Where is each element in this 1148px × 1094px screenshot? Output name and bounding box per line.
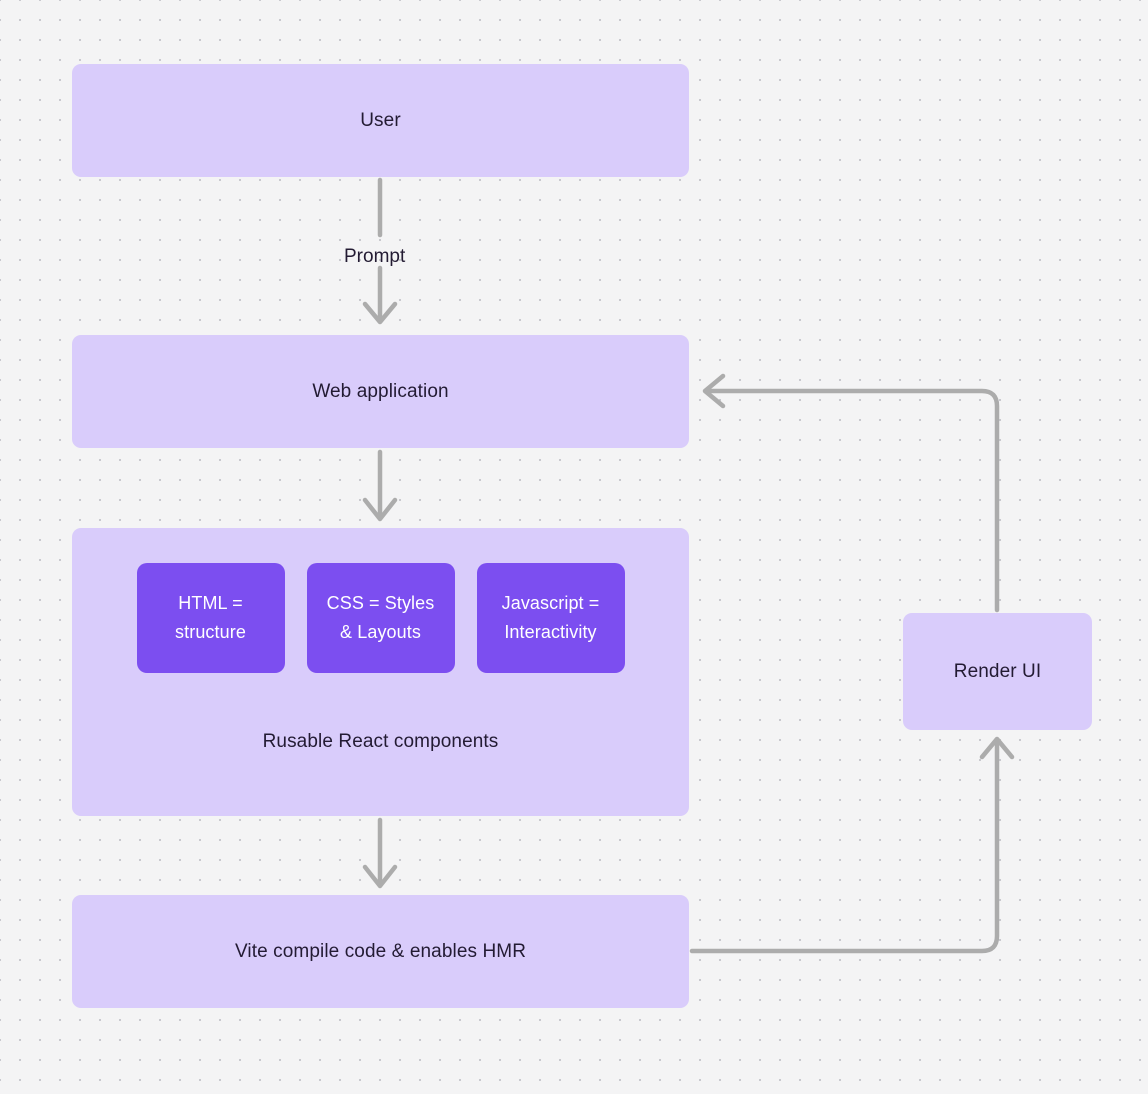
- edge-segment: [705, 388, 1000, 613]
- node-react-components[interactable]: HTML = structure CSS = Styles & Layouts …: [72, 528, 689, 816]
- chip-row: HTML = structure CSS = Styles & Layouts …: [72, 563, 689, 673]
- arrowhead-left-icon: [702, 373, 726, 409]
- arrowhead-down-icon: [362, 864, 398, 889]
- edge-segment: [689, 739, 1000, 954]
- chip-css-label: CSS = Styles & Layouts: [326, 593, 435, 642]
- chip-javascript[interactable]: Javascript = Interactivity: [476, 563, 625, 673]
- node-vite-label: Vite compile code & enables HMR: [234, 940, 527, 962]
- chip-css[interactable]: CSS = Styles & Layouts: [306, 563, 455, 673]
- edge-webapp-to-components: [362, 449, 398, 522]
- node-user[interactable]: User: [72, 64, 689, 177]
- edge-render-to-webapp: [702, 373, 1000, 613]
- node-render-ui-label: Render UI: [953, 660, 1042, 682]
- arrowhead-down-icon: [362, 301, 398, 325]
- arrowhead-down-icon: [362, 497, 398, 522]
- chip-javascript-label: Javascript = Interactivity: [501, 593, 600, 642]
- chip-html-label: HTML = structure: [175, 593, 246, 642]
- edge-label-prompt: Prompt: [344, 246, 406, 267]
- edge-vite-to-render: [689, 736, 1015, 954]
- arrowhead-up-icon: [979, 736, 1015, 760]
- node-react-components-label: Rusable React components: [262, 731, 499, 752]
- node-web-application[interactable]: Web application: [72, 335, 689, 448]
- chip-html[interactable]: HTML = structure: [136, 563, 285, 673]
- node-web-application-label: Web application: [312, 380, 449, 402]
- node-user-label: User: [360, 109, 401, 131]
- edge-components-to-vite: [362, 817, 398, 889]
- node-render-ui[interactable]: Render UI: [903, 613, 1092, 730]
- node-vite[interactable]: Vite compile code & enables HMR: [72, 895, 689, 1008]
